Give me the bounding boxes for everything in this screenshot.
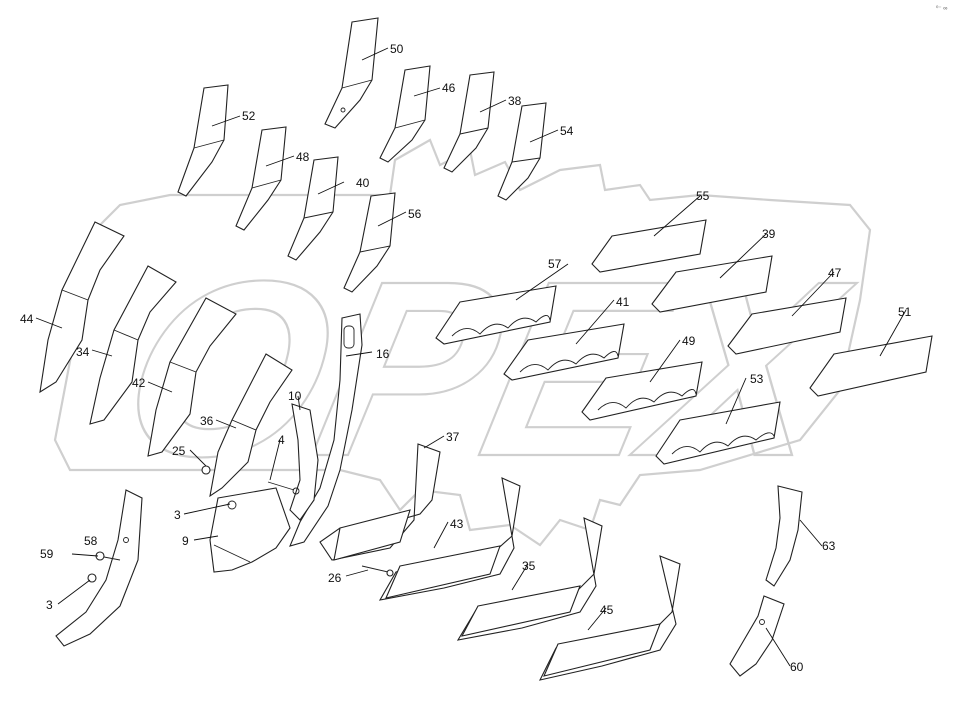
- callout-40: 40: [356, 176, 370, 190]
- callout-47: 47: [828, 266, 842, 280]
- callout-25: 25: [172, 444, 186, 458]
- callout-45: 45: [600, 603, 614, 617]
- callout-58: 58: [84, 534, 98, 548]
- part-37-sweep: [319, 443, 441, 561]
- part-51-blade: [809, 335, 933, 397]
- part-39-blade: [651, 255, 773, 313]
- callout-60: 60: [790, 660, 804, 674]
- callout-54: 54: [560, 124, 574, 138]
- callout-26: 26: [328, 571, 342, 585]
- callout-44: 44: [20, 312, 34, 326]
- callout-50: 50: [390, 42, 404, 56]
- part-43-sweep: [378, 477, 521, 601]
- part-3-bolt-upper: [227, 500, 237, 510]
- callout-42: 42: [132, 376, 146, 390]
- callout-57: 57: [548, 257, 562, 271]
- callout-3-lower: 3: [46, 598, 53, 612]
- part-49-blade: [581, 361, 703, 421]
- callout-16: 16: [376, 347, 390, 361]
- part-9-point: [209, 487, 291, 573]
- part-36-blade: [209, 353, 293, 498]
- leader-lines: [35, 47, 907, 667]
- callout-48: 48: [296, 150, 310, 164]
- callout-3-upper: 3: [174, 508, 181, 522]
- callout-52: 52: [242, 109, 256, 123]
- part-60-point: [729, 595, 785, 677]
- part-63-bracket: [765, 485, 803, 587]
- callout-4: 4: [278, 433, 285, 447]
- callout-49: 49: [682, 334, 696, 348]
- callout-39: 39: [762, 227, 776, 241]
- part-40-blade: [287, 156, 339, 261]
- part-35-sweep: [456, 517, 603, 641]
- callout-55: 55: [696, 189, 710, 203]
- corner-mark: ⁰⁻ ∞: [936, 5, 948, 12]
- callout-59: 59: [40, 547, 54, 561]
- callout-labels: 50 46 38 54 52 48 40 56 44 34 42 36 16 1…: [20, 42, 912, 674]
- callout-51: 51: [898, 305, 912, 319]
- callout-37: 37: [446, 430, 460, 444]
- part-45-sweep: [538, 555, 681, 681]
- part-38-blade: [443, 71, 495, 173]
- callout-10: 10: [288, 389, 302, 403]
- part-4-bolt: [267, 481, 300, 495]
- callout-56: 56: [408, 207, 422, 221]
- part-48-blade: [235, 126, 287, 231]
- part-53-blade: [655, 401, 781, 465]
- callout-36: 36: [200, 414, 214, 428]
- callout-63: 63: [822, 539, 836, 553]
- callout-34: 34: [76, 345, 90, 359]
- callout-53: 53: [750, 372, 764, 386]
- callout-38: 38: [508, 94, 522, 108]
- part-41-blade: [503, 323, 625, 381]
- part-25-nut: [201, 465, 211, 475]
- part-56-blade: [343, 192, 396, 293]
- callout-43: 43: [450, 517, 464, 531]
- part-57-blade: [435, 285, 557, 345]
- part-52-blade: [177, 84, 229, 197]
- part-10-shin: [289, 403, 319, 521]
- part-55-blade: [591, 219, 707, 273]
- part-50-blade: [324, 17, 379, 129]
- part-34-blade: [89, 265, 177, 425]
- callout-35: 35: [522, 559, 536, 573]
- part-42-blade: [147, 297, 237, 457]
- part-58-point: [55, 489, 143, 647]
- part-26-bolt: [361, 565, 394, 577]
- part-44-blade: [39, 221, 125, 394]
- part-16-shank: [289, 313, 363, 547]
- callout-41: 41: [616, 295, 630, 309]
- part-54-blade: [497, 102, 547, 201]
- part-47-blade: [727, 297, 847, 355]
- callout-46: 46: [442, 81, 456, 95]
- part-46-blade: [379, 65, 431, 163]
- callout-9: 9: [182, 534, 189, 548]
